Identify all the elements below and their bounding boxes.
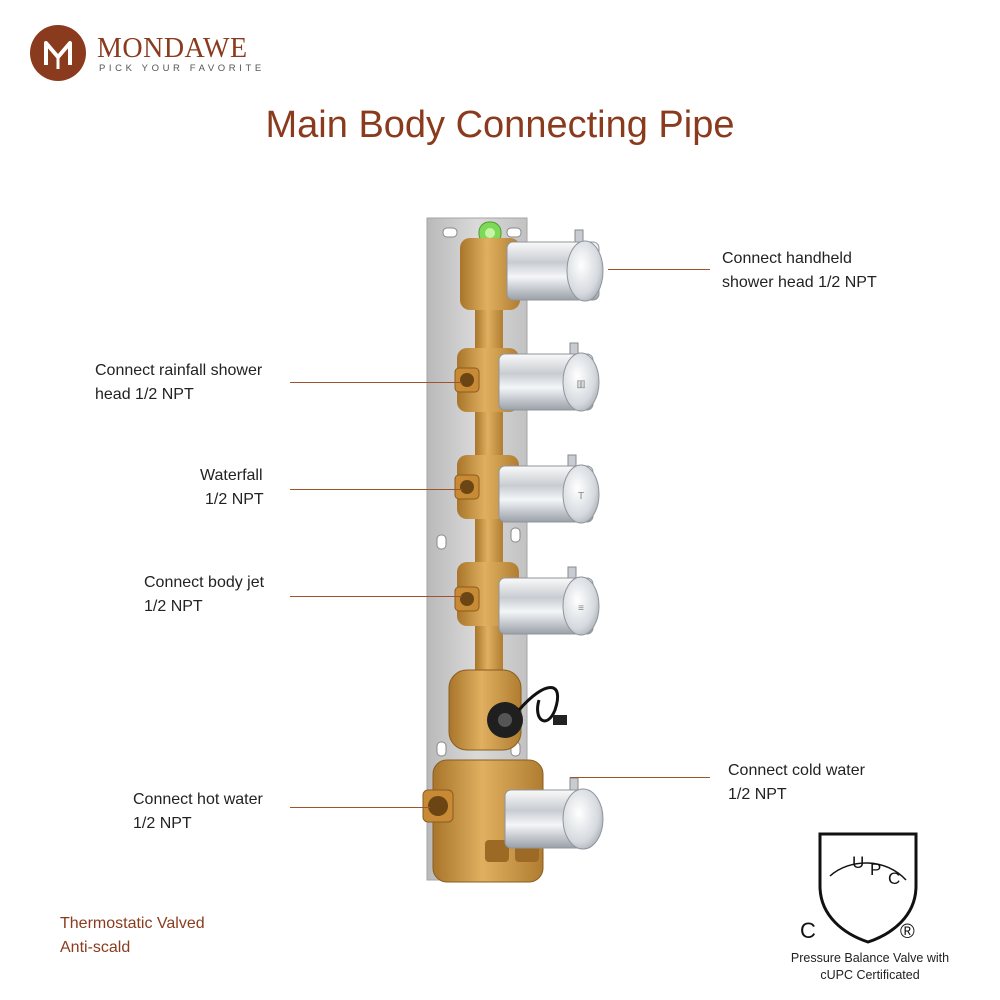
callout-cold-water: Connect cold water 1/2 NPT — [728, 759, 865, 807]
handle-temperature — [504, 777, 604, 850]
valve-body-illustration: ▥ T ≡ — [422, 217, 604, 883]
cupc-c-letter: C — [800, 918, 816, 943]
certification-caption-line2: cUPC Certificated — [820, 968, 920, 982]
callout-body-jet-line1: Connect body jet — [144, 574, 265, 591]
leader-line-cold-water — [570, 777, 710, 778]
registered-mark: ® — [900, 921, 915, 943]
leader-line-handheld — [608, 269, 710, 270]
check-valve — [448, 669, 567, 751]
handle-body-jet: ≡ — [498, 566, 600, 636]
feature-notes: Thermostatic Valved Anti-scald — [60, 912, 205, 960]
brand-monogram-icon — [44, 41, 72, 69]
upc-letter-p: P — [870, 860, 881, 879]
brand-name: MONDAWE — [97, 33, 248, 64]
callout-handheld-line2: shower head 1/2 NPT — [722, 274, 877, 291]
feature-note-anti-scald: Anti-scald — [60, 939, 131, 956]
callout-rainfall-line1: Connect rainfall shower — [95, 362, 263, 379]
callout-handheld: Connect handheld shower head 1/2 NPT — [722, 247, 877, 295]
handle-handheld — [506, 229, 604, 302]
callout-body-jet: Connect body jet 1/2 NPT — [144, 571, 264, 619]
feature-note-thermostatic: Thermostatic Valved — [60, 915, 205, 932]
callout-cold-water-line1: Connect cold water — [728, 762, 865, 779]
leader-line-rainfall — [290, 382, 462, 383]
callout-cold-water-line2: 1/2 NPT — [728, 786, 787, 803]
upc-letter-c: C — [888, 869, 900, 888]
outlet-rainfall — [454, 367, 480, 393]
callout-hot-water: Connect hot water 1/2 NPT — [133, 788, 263, 836]
svg-text:T: T — [578, 491, 584, 502]
certification-caption: Pressure Balance Valve with cUPC Certifi… — [770, 950, 970, 984]
callout-rainfall-line2: head 1/2 NPT — [95, 386, 194, 403]
svg-text:≡: ≡ — [578, 603, 584, 614]
callout-waterfall-line1: Waterfall — [200, 467, 263, 484]
cupc-certification-mark: U P C C ® — [800, 832, 918, 944]
brand-tagline: PICK YOUR FAVORITE — [99, 63, 265, 74]
leader-line-hot-water — [290, 807, 430, 808]
handle-waterfall: T — [498, 454, 600, 524]
callout-hot-water-line2: 1/2 NPT — [133, 815, 192, 832]
callout-hot-water-line1: Connect hot water — [133, 791, 263, 808]
svg-text:▥: ▥ — [576, 379, 585, 390]
outlet-body-jet — [454, 586, 480, 612]
callout-handheld-line1: Connect handheld — [722, 250, 852, 267]
callout-rainfall: Connect rainfall shower head 1/2 NPT — [95, 359, 262, 407]
brand-logo — [30, 25, 86, 81]
callout-waterfall: Waterfall 1/2 NPT — [200, 464, 264, 512]
upc-letter-u: U — [852, 853, 864, 872]
handle-rainfall: ▥ — [498, 342, 600, 412]
upc-shield-icon — [818, 832, 918, 944]
callout-body-jet-line2: 1/2 NPT — [144, 598, 203, 615]
leader-line-body-jet — [290, 596, 462, 597]
outlet-waterfall — [454, 474, 480, 500]
certification-caption-line1: Pressure Balance Valve with — [790, 951, 950, 965]
leader-line-waterfall — [290, 489, 462, 490]
page-title: Main Body Connecting Pipe — [265, 104, 735, 146]
callout-waterfall-line2: 1/2 NPT — [205, 491, 264, 508]
